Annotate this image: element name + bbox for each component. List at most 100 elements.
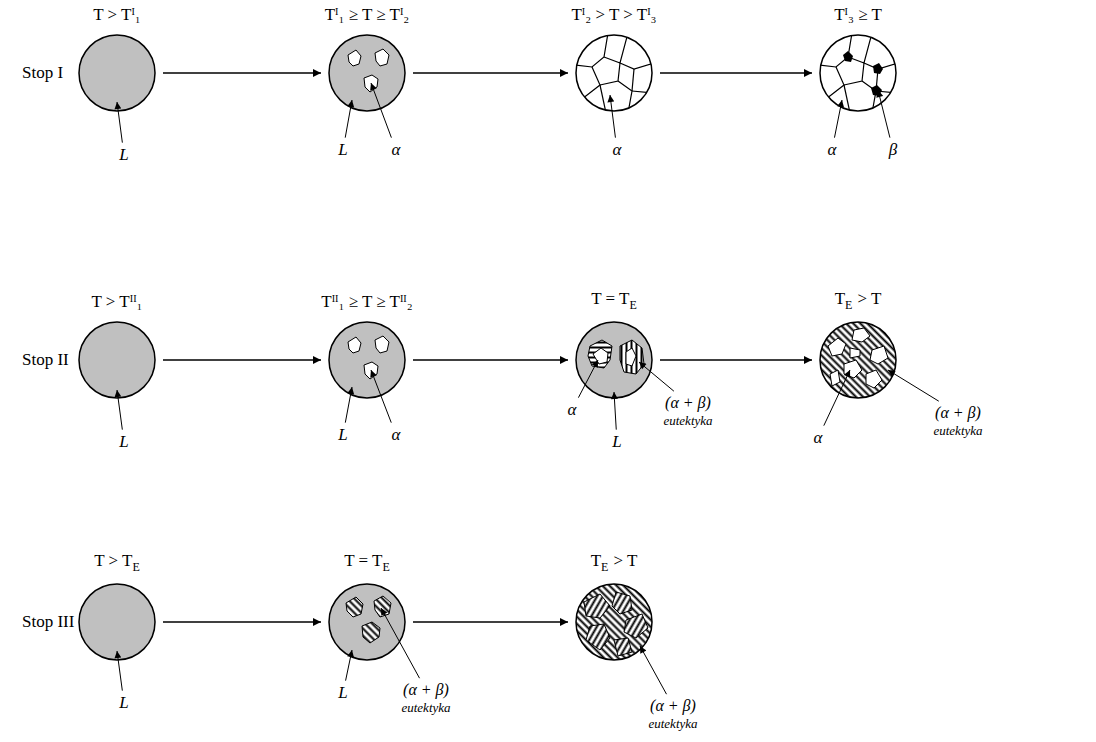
grain-structure (574, 33, 608, 67)
circle-outline (576, 584, 652, 660)
circle-outline (576, 35, 652, 111)
temperature-text: T = T (344, 551, 382, 570)
circle-outline (79, 584, 155, 660)
circle-outline (820, 35, 896, 111)
subscript-text: E (601, 560, 608, 574)
circle-outline (329, 35, 405, 111)
temperature-heading: Tᴵ₁ ≥ T ≥ Tᴵ₂ (325, 5, 410, 25)
grains-in-eutectic (830, 370, 840, 386)
grain-structure (632, 91, 654, 93)
phase-label: α (828, 141, 837, 160)
temperature-heading: TE > T (835, 289, 882, 312)
subscript-text: E (132, 560, 139, 574)
grain-structure-with-beta (873, 63, 883, 74)
eutectic-note: eutektyka (401, 701, 450, 715)
grains-in-eutectic (820, 322, 896, 398)
grain-structure-with-beta (820, 35, 896, 111)
process-arrow (413, 359, 568, 360)
liquid-fill (79, 35, 155, 111)
alloy-name: Stop III (22, 613, 74, 632)
temperature-text: T (591, 551, 601, 570)
leader-line (371, 370, 391, 423)
process-arrow (660, 72, 812, 73)
temperature-heading: Tᴵᴵ₁ ≥ T ≥ Tᴵᴵ₂ (321, 292, 412, 312)
eutectic-structure (586, 624, 610, 650)
grain-structure (604, 33, 628, 63)
phase-label: (α + β) (665, 394, 711, 412)
liquid-with-grains (329, 35, 405, 111)
phase-label: L (119, 694, 128, 713)
process-arrow (660, 359, 812, 360)
liquid-with-eutectic-colonies (329, 584, 405, 660)
subscript-text: E (845, 298, 852, 312)
phase-label: α (392, 141, 401, 160)
phase-circle: Tᴵ₃ ≥ T (820, 35, 896, 111)
temperature-text: T > T (94, 551, 132, 570)
liquid-with-grains (329, 322, 405, 398)
grain-structure (576, 35, 652, 111)
grain-structure (574, 33, 654, 113)
eutectic-note: eutektyka (648, 717, 697, 731)
temperature-heading: T > TE (94, 551, 140, 574)
temperature-text: Tᴵ₂ > T > Tᴵ₃ (571, 5, 656, 24)
grain-structure (620, 63, 654, 69)
eutectic-structure (584, 592, 648, 656)
temperature-heading: T > Tᴵᴵ₁ (92, 292, 143, 312)
circle-outline (329, 322, 405, 398)
circle-outline (329, 584, 405, 660)
liquid-fill (79, 35, 155, 111)
temperature-heading: Tᴵ₃ ≥ T (834, 5, 882, 25)
grain-structure (632, 69, 634, 91)
temperature-heading: TE> T (591, 551, 638, 574)
phase-circle: T = TE (329, 584, 405, 660)
liquid-with-grains (329, 35, 405, 111)
liquid-fill (79, 584, 155, 660)
eutectic-structure (624, 614, 648, 638)
phase-label: L (338, 684, 347, 703)
phase-circle: Tᴵᴵ₁ ≥ T ≥ Tᴵᴵ₂ (329, 322, 405, 398)
phase-circle: Tᴵ₂ > T > Tᴵ₃ (576, 35, 652, 111)
phase-circle: TE> T (576, 584, 652, 660)
eutectic-structure (576, 584, 652, 660)
grain-structure-with-beta (818, 33, 898, 113)
liquid-with-grains (348, 336, 389, 379)
circle-outline (576, 35, 652, 111)
alloy-name: Stop I (22, 64, 63, 83)
grains-in-eutectic (820, 322, 896, 398)
leader-line (117, 390, 122, 430)
eutectic-structure (584, 594, 610, 618)
grains-in-eutectic (852, 328, 870, 342)
phase-label: α (814, 429, 823, 448)
liquid-with-grains (375, 49, 389, 66)
circle-outline (79, 322, 155, 398)
circle-outline (79, 584, 155, 660)
phase-circle: T = TE (576, 322, 652, 398)
eutectic-structure (612, 592, 632, 614)
grains-in-eutectic (870, 346, 888, 364)
liquid-with-eutectic-colonies (374, 596, 391, 617)
liquid-with-eutectic-colonies (329, 584, 405, 660)
phase-label: α (568, 401, 577, 420)
leader-line (117, 651, 122, 691)
liquid-with-eutectic (620, 340, 644, 374)
leader-line (610, 95, 615, 138)
grain-structure-with-beta (844, 63, 864, 85)
phase-label: β (889, 141, 897, 160)
eutectic-note: eutektyka (663, 414, 712, 428)
leader-lines (117, 83, 939, 694)
liquid-with-eutectic (593, 348, 608, 364)
temperature-text: > T (857, 289, 881, 308)
grains-in-eutectic (844, 360, 862, 378)
temperature-heading: Tᴵ₂ > T > Tᴵ₃ (571, 5, 656, 25)
liquid-fill (79, 322, 155, 398)
leader-line (824, 370, 850, 426)
alloy-name: Stop II (22, 351, 69, 370)
temperature-text: T > Tᴵ₁ (93, 5, 141, 24)
temperature-text: T > Tᴵᴵ₁ (92, 292, 143, 311)
circle-outline (329, 584, 405, 660)
temperature-text: T (835, 289, 845, 308)
leader-line (381, 608, 420, 678)
grain-structure (574, 33, 654, 113)
circle-outline (79, 322, 155, 398)
subscript-text: E (382, 560, 389, 574)
